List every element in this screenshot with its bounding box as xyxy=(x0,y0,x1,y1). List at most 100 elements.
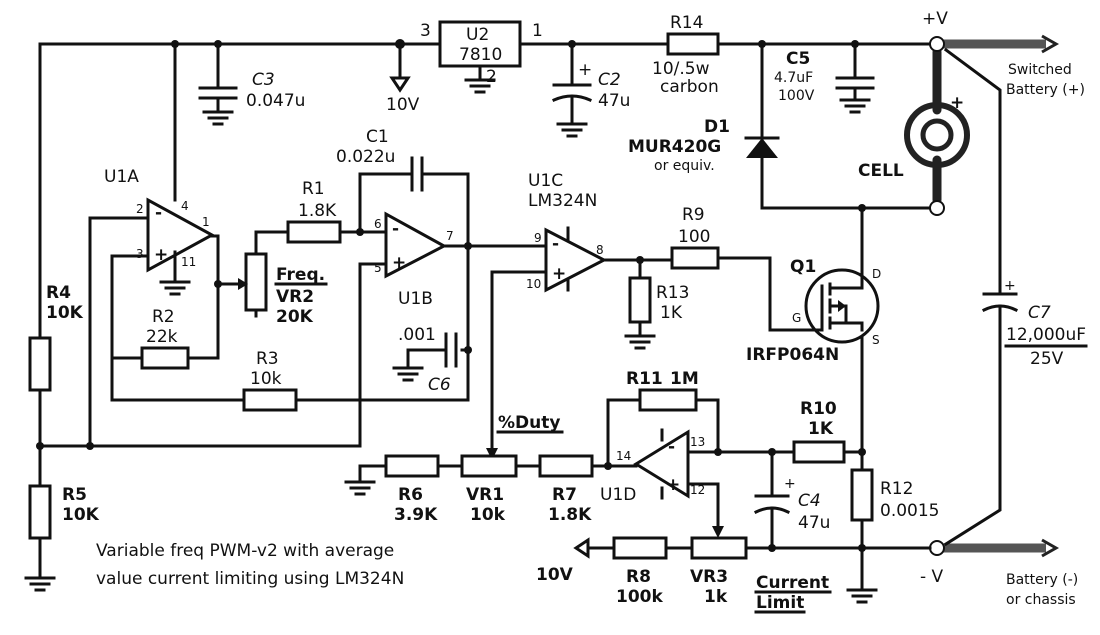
q1-pin-s: S xyxy=(872,333,880,347)
capacitor-c3: C3 0.047u xyxy=(198,70,305,126)
r8-ref: R8 xyxy=(626,567,651,587)
u1a-pin-1: 1 xyxy=(202,215,210,229)
r8-value: 100k xyxy=(616,587,663,607)
resistor-r13: R13 1K xyxy=(624,258,689,350)
vr2-ref: VR2 xyxy=(276,287,314,307)
c7-ref: C7 xyxy=(1028,303,1051,323)
c5-ref: C5 xyxy=(786,49,810,69)
r12-value: 0.0015 xyxy=(880,501,939,521)
q1-pin-d: D xyxy=(872,267,881,281)
battery-pos-line2: Battery (+) xyxy=(1006,82,1085,98)
u1a-ref: U1A xyxy=(104,167,139,187)
u2-pin-gnd: 2 xyxy=(486,67,497,87)
capacitor-c2: + C2 47u xyxy=(552,60,630,138)
resistor-r9: R9 100 xyxy=(670,205,720,270)
r4-value: 10K xyxy=(46,303,84,323)
title-line2: value current limiting using LM324N xyxy=(96,569,404,589)
c1-value: 0.022u xyxy=(336,147,395,167)
drain-wire xyxy=(760,156,930,210)
r3-right-wire xyxy=(294,348,470,402)
r2-ref: R2 xyxy=(152,307,175,327)
c7-value1: 12,000uF xyxy=(1006,325,1086,345)
c4-ref: C4 xyxy=(798,491,821,511)
supply-10v-label2: 10V xyxy=(536,565,574,585)
u1a-pin-2: 2 xyxy=(136,202,144,216)
c4-value: 47u xyxy=(798,513,830,533)
resistor-r4: R4 10K xyxy=(28,283,84,392)
u1d-noninv-wire xyxy=(686,482,720,532)
r12-ref: R12 xyxy=(880,479,913,499)
capacitor-c1: C1 0.022u xyxy=(336,127,424,192)
r13-ref: R13 xyxy=(656,283,689,303)
capacitor-c5: C5 4.7uF 100V xyxy=(774,49,875,114)
q1-ref: Q1 xyxy=(790,257,816,277)
c2-ref: C2 xyxy=(598,70,621,90)
u1a-pin-3: 3 xyxy=(136,247,144,261)
c1-ref: C1 xyxy=(366,127,389,147)
r7-ref: R7 xyxy=(552,485,577,505)
u1d-pin-14: 14 xyxy=(616,449,631,463)
r11-right-wire xyxy=(694,398,720,454)
cell-plus: + xyxy=(950,93,964,113)
u2-pin-in: 3 xyxy=(420,21,431,41)
r14-ref: R14 xyxy=(670,13,703,33)
u1d-pin-12: 12 xyxy=(690,483,705,497)
resistor-r14: R14 10/.5w carbon xyxy=(652,13,720,97)
u1d-plus: + xyxy=(666,475,680,495)
c7-value2: 25V xyxy=(1030,349,1064,369)
vr3-ref: VR3 xyxy=(690,567,728,587)
opamp-u1b: - + 6 5 7 U1B xyxy=(374,211,454,309)
q1-pin-g: G xyxy=(792,311,801,325)
resistor-r1: R1 1.8K xyxy=(286,179,342,244)
c6-ref: C6 xyxy=(428,375,451,395)
r1-value: 1.8K xyxy=(298,201,337,221)
u1d-ref: U1D xyxy=(600,485,636,505)
c7-polarity: + xyxy=(1004,278,1016,294)
battery-terminals: + CELL +V - V Switched Battery (+) Batte… xyxy=(858,9,1085,608)
vr1-value: 10k xyxy=(470,505,506,525)
c1-right-wire xyxy=(420,172,470,352)
u1c-pin-9: 9 xyxy=(534,231,542,245)
u1a-inv-wire xyxy=(88,216,150,448)
u1b-ref: U1B xyxy=(398,289,433,309)
c3-ref: C3 xyxy=(252,70,275,90)
q1-part: IRFP064N xyxy=(746,345,839,365)
u1c-plus: + xyxy=(552,264,566,284)
u1a-minus: - xyxy=(155,203,162,223)
r3-ref: R3 xyxy=(256,349,279,369)
r11-value: 1M xyxy=(670,369,699,389)
top-rail-wires xyxy=(38,39,930,402)
r13-value: 1K xyxy=(660,303,683,323)
diode-d1: D1 MUR420G or equiv. xyxy=(628,117,780,174)
potentiometer-vr3: VR3 1k xyxy=(690,536,748,607)
resistor-r10: R10 1K xyxy=(792,399,864,464)
r1-ref: R1 xyxy=(302,179,325,199)
title-line1: Variable freq PWM-v2 with average xyxy=(96,541,394,561)
u1a-pin-11: 11 xyxy=(181,255,196,269)
r9-ref: R9 xyxy=(682,205,705,225)
r5-ref: R5 xyxy=(62,485,87,505)
resistor-r2: R2 22k xyxy=(140,307,190,370)
c4-polarity: + xyxy=(784,476,796,492)
u1c-minus: - xyxy=(552,234,559,254)
r5-value: 10K xyxy=(62,505,100,525)
u1a-plus: + xyxy=(154,245,168,265)
supply-10v-tap: 10V xyxy=(386,76,420,115)
capacitor-c6: .001 C6 xyxy=(392,325,470,395)
r11-left-wire xyxy=(606,398,642,468)
c2-polarity: + xyxy=(578,60,592,80)
capacitor-c7: + C7 12,000uF 25V xyxy=(943,47,1088,547)
current-limit-line2: Limit xyxy=(756,593,804,613)
r6-value: 3.9K xyxy=(394,505,438,525)
d1-part: MUR420G xyxy=(628,137,721,157)
u1c-ref: U1C xyxy=(528,171,563,191)
c5-value2: 100V xyxy=(778,88,815,104)
supply-10v-label: 10V xyxy=(386,95,420,115)
source-rail xyxy=(846,206,932,604)
duty-wire xyxy=(490,270,548,454)
u1d-minus: - xyxy=(668,437,675,457)
battery-neg-line2: or chassis xyxy=(1006,592,1076,608)
potentiometer-vr1: VR1 10k xyxy=(460,454,518,525)
r10-ref: R10 xyxy=(800,399,837,419)
